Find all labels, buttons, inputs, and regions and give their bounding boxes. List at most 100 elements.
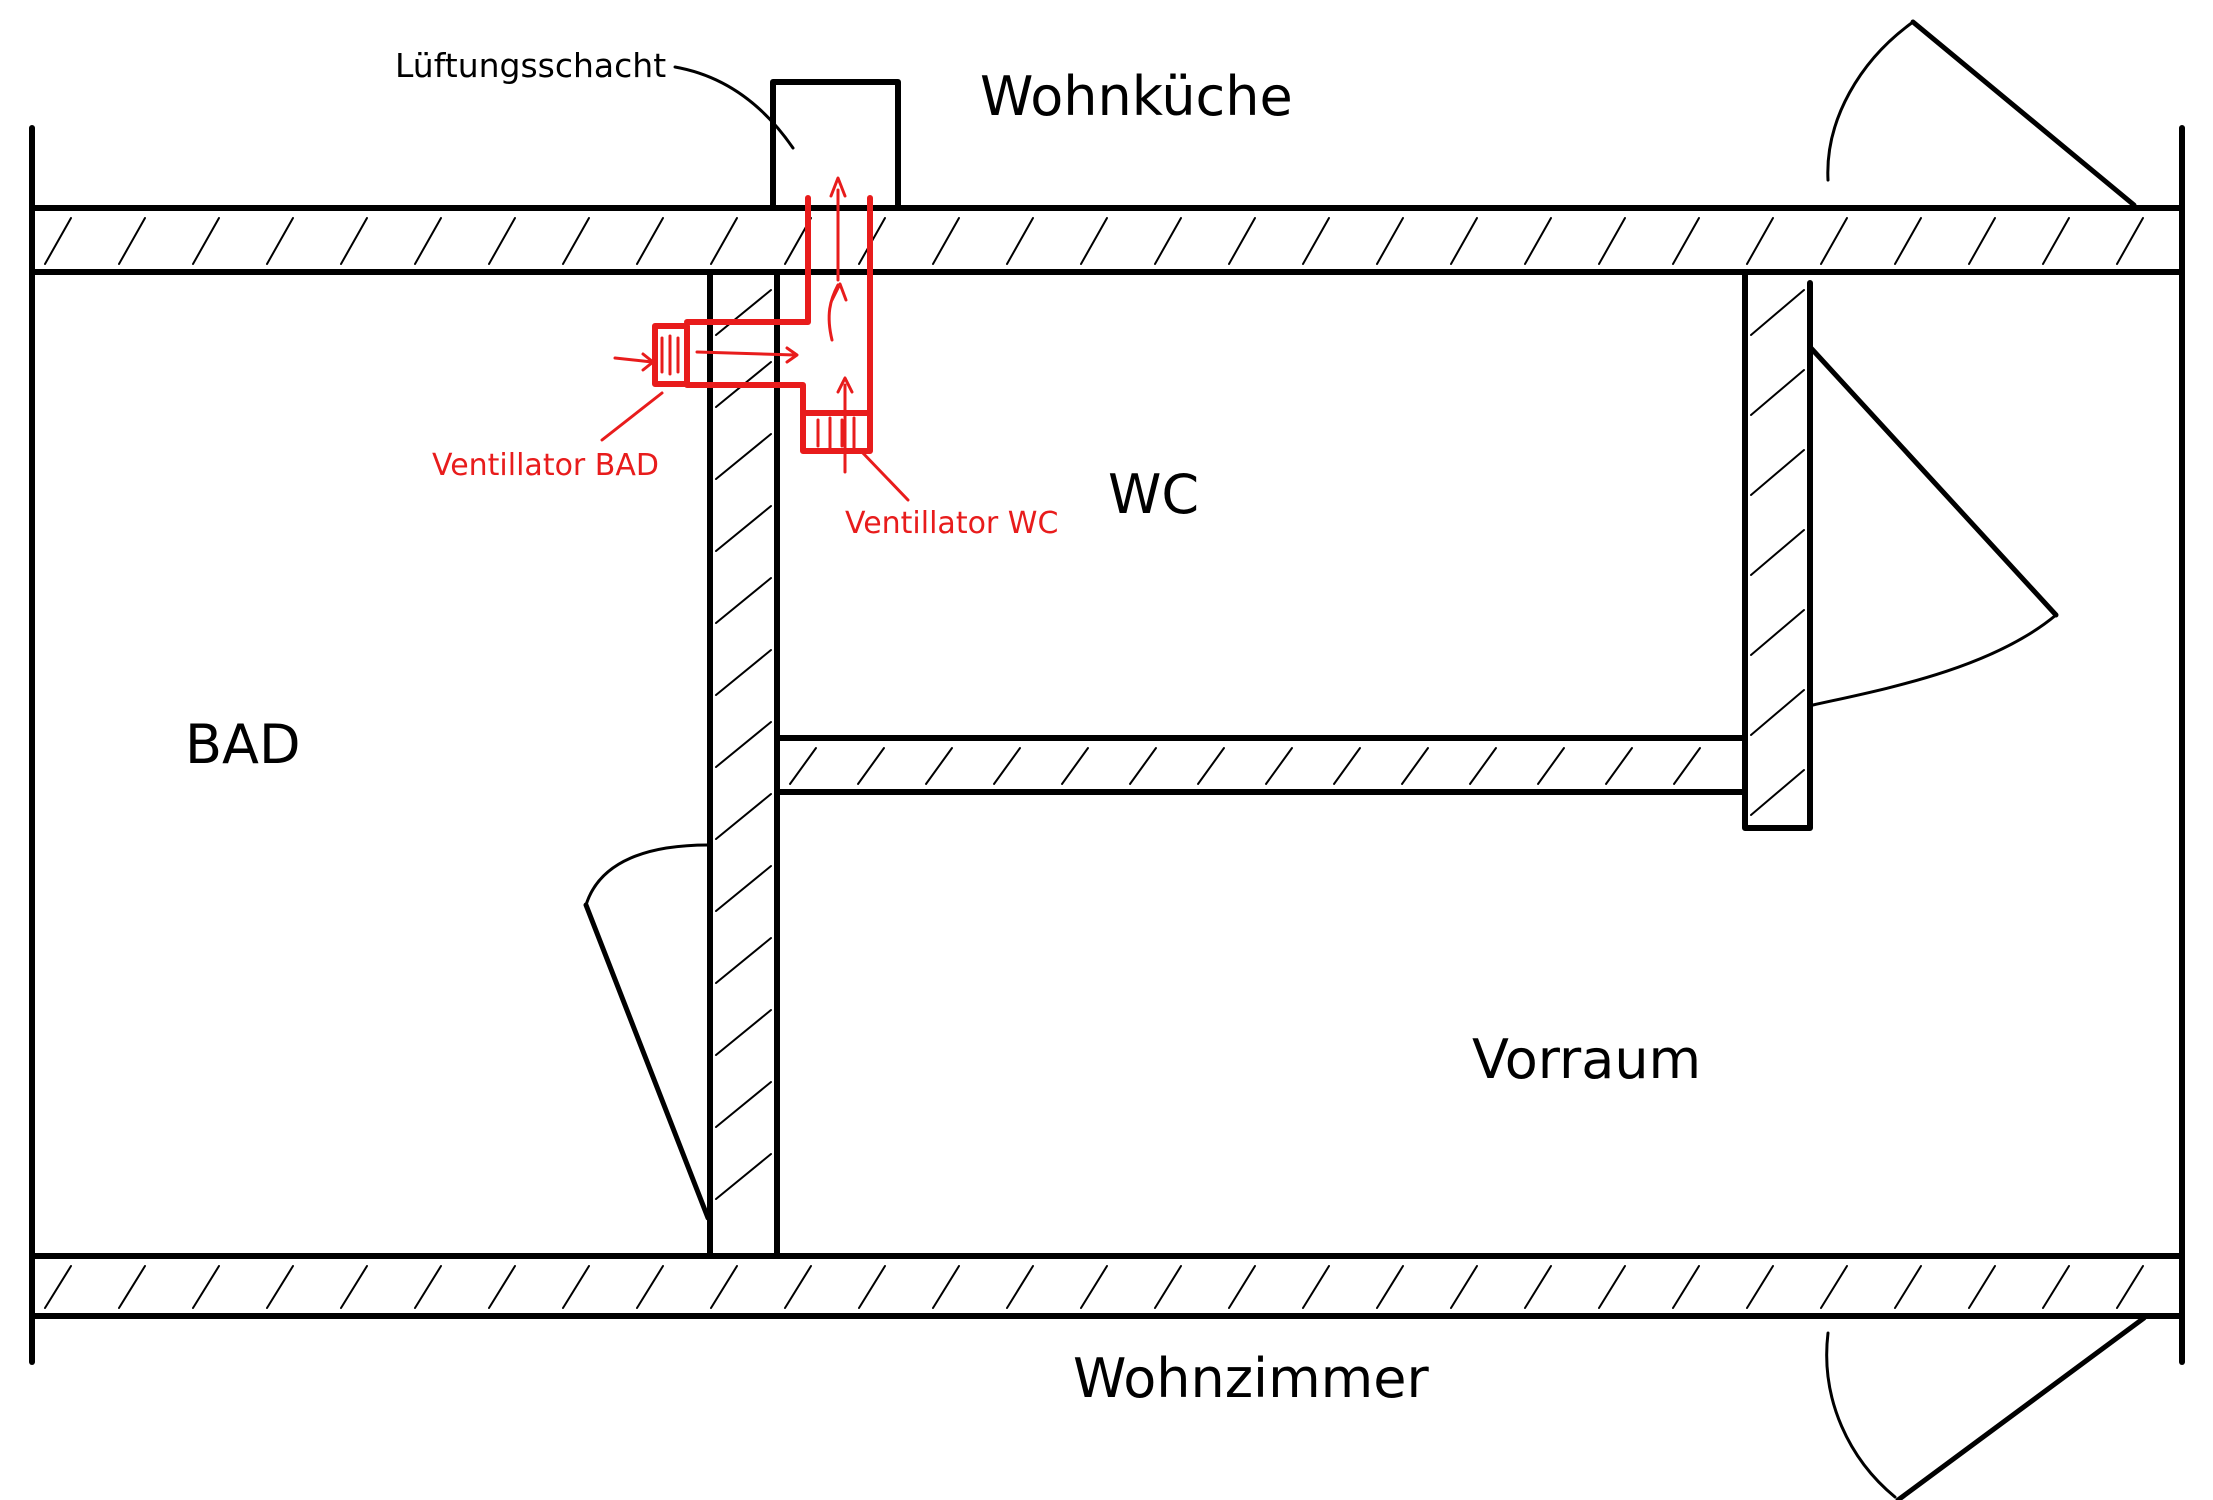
hatch-stroke <box>1006 217 1034 265</box>
hatch-stroke <box>1228 1265 1256 1309</box>
hatch-stroke <box>562 217 590 265</box>
hatch-stroke <box>1750 609 1805 656</box>
hatch-stroke <box>414 217 442 265</box>
hatch-stroke <box>562 1265 590 1309</box>
hatch-stroke <box>1401 747 1429 785</box>
hatch-stroke <box>192 1265 220 1309</box>
room-label-living: Wohnzimmer <box>1073 1347 1429 1410</box>
hatch-stroke <box>715 937 772 984</box>
hatch-stroke <box>932 1265 960 1309</box>
hatch-stroke <box>857 747 885 785</box>
shaft-leader-line <box>673 65 795 150</box>
hatch-stroke <box>1302 1265 1330 1309</box>
hatch-stroke <box>715 577 772 624</box>
shaft-label: Lüftungsschacht <box>395 46 666 85</box>
top-wall-hatching <box>44 217 2144 265</box>
hatch-stroke <box>1820 217 1848 265</box>
hatch-stroke <box>118 1265 146 1309</box>
hatch-stroke <box>636 1265 664 1309</box>
hatch-stroke <box>414 1265 442 1309</box>
room-label-hall: Vorraum <box>1472 1028 1701 1091</box>
outer-edges <box>29 125 2185 1365</box>
fan-bath-box <box>652 323 690 387</box>
room-label-wc: WC <box>1108 463 1199 526</box>
hatch-stroke <box>715 1009 772 1056</box>
hatch-stroke <box>1968 217 1996 265</box>
hatch-stroke <box>118 217 146 265</box>
hatch-stroke <box>1598 1265 1626 1309</box>
fan-bath-leader <box>600 391 664 442</box>
door-bath <box>583 843 711 1221</box>
hatch-stroke <box>715 1153 772 1200</box>
hatch-stroke <box>1672 217 1700 265</box>
hatch-stroke <box>1673 747 1701 785</box>
hatch-stroke <box>715 649 772 696</box>
hatch-stroke <box>715 1081 772 1128</box>
fan-wc-grille <box>816 416 856 450</box>
duct-lower-section <box>684 382 806 416</box>
hatch-stroke <box>1228 217 1256 265</box>
hatch-stroke <box>1061 747 1089 785</box>
hatch-stroke <box>1333 747 1361 785</box>
airflow-arrows <box>613 176 854 474</box>
hatch-stroke <box>1524 217 1552 265</box>
hatch-stroke <box>1129 747 1157 785</box>
hatch-stroke <box>1605 747 1633 785</box>
fan-bath-label: Ventillator BAD <box>432 448 659 483</box>
hatch-stroke <box>1080 1265 1108 1309</box>
hatch-stroke <box>1265 747 1293 785</box>
bottom-wall-hatching <box>44 1265 2144 1309</box>
hatch-stroke <box>44 1265 72 1309</box>
hatch-stroke <box>1154 217 1182 265</box>
hatch-stroke <box>1537 747 1565 785</box>
fan-wc-leader <box>858 448 910 502</box>
room-label-kitchen: Wohnküche <box>980 65 1293 128</box>
door-living <box>1825 1315 2147 1500</box>
hatch-stroke <box>192 217 220 265</box>
door-wc <box>1807 344 2059 707</box>
hatch-stroke <box>789 747 817 785</box>
hatch-stroke <box>715 433 772 480</box>
hatch-stroke <box>715 505 772 552</box>
hatch-stroke <box>1080 217 1108 265</box>
hatch-stroke <box>1894 217 1922 265</box>
hatch-stroke <box>715 289 772 336</box>
hatch-stroke <box>1450 217 1478 265</box>
hatch-stroke <box>2042 1265 2070 1309</box>
hatch-stroke <box>1469 747 1497 785</box>
hatch-stroke <box>858 1265 886 1309</box>
fan-wc-label: Ventillator WC <box>845 506 1058 541</box>
door-kitchen <box>1826 19 2137 208</box>
hatch-stroke <box>266 217 294 265</box>
hatch-stroke <box>1598 217 1626 265</box>
hatch-stroke <box>1746 217 1774 265</box>
hatch-stroke <box>266 1265 294 1309</box>
hatch-stroke <box>2116 217 2144 265</box>
hatch-stroke <box>715 793 772 840</box>
fan-bath-grille <box>660 334 680 376</box>
hatch-stroke <box>340 217 368 265</box>
hatch-stroke <box>993 747 1021 785</box>
hatch-stroke <box>1894 1265 1922 1309</box>
hatch-stroke <box>1750 449 1805 496</box>
hatch-stroke <box>925 747 953 785</box>
duct-shaft-section <box>684 195 811 325</box>
hatch-stroke <box>1750 689 1805 736</box>
hatch-stroke <box>1450 1265 1478 1309</box>
hatch-stroke <box>1154 1265 1182 1309</box>
hatch-stroke <box>1376 217 1404 265</box>
hatch-stroke <box>1376 1265 1404 1309</box>
hatch-stroke <box>1746 1265 1774 1309</box>
fan-wc-box <box>800 410 873 454</box>
bottom-wall <box>29 1253 2185 1319</box>
hatch-stroke <box>710 217 738 265</box>
hatch-stroke <box>1750 289 1805 336</box>
ventilation-shaft <box>770 79 901 211</box>
ventilation-system <box>600 176 910 502</box>
bath-partition-wall <box>707 269 780 1259</box>
hatch-stroke <box>1968 1265 1996 1309</box>
hatch-stroke <box>340 1265 368 1309</box>
hatch-stroke <box>932 217 960 265</box>
hatch-stroke <box>488 217 516 265</box>
hatch-stroke <box>784 1265 812 1309</box>
